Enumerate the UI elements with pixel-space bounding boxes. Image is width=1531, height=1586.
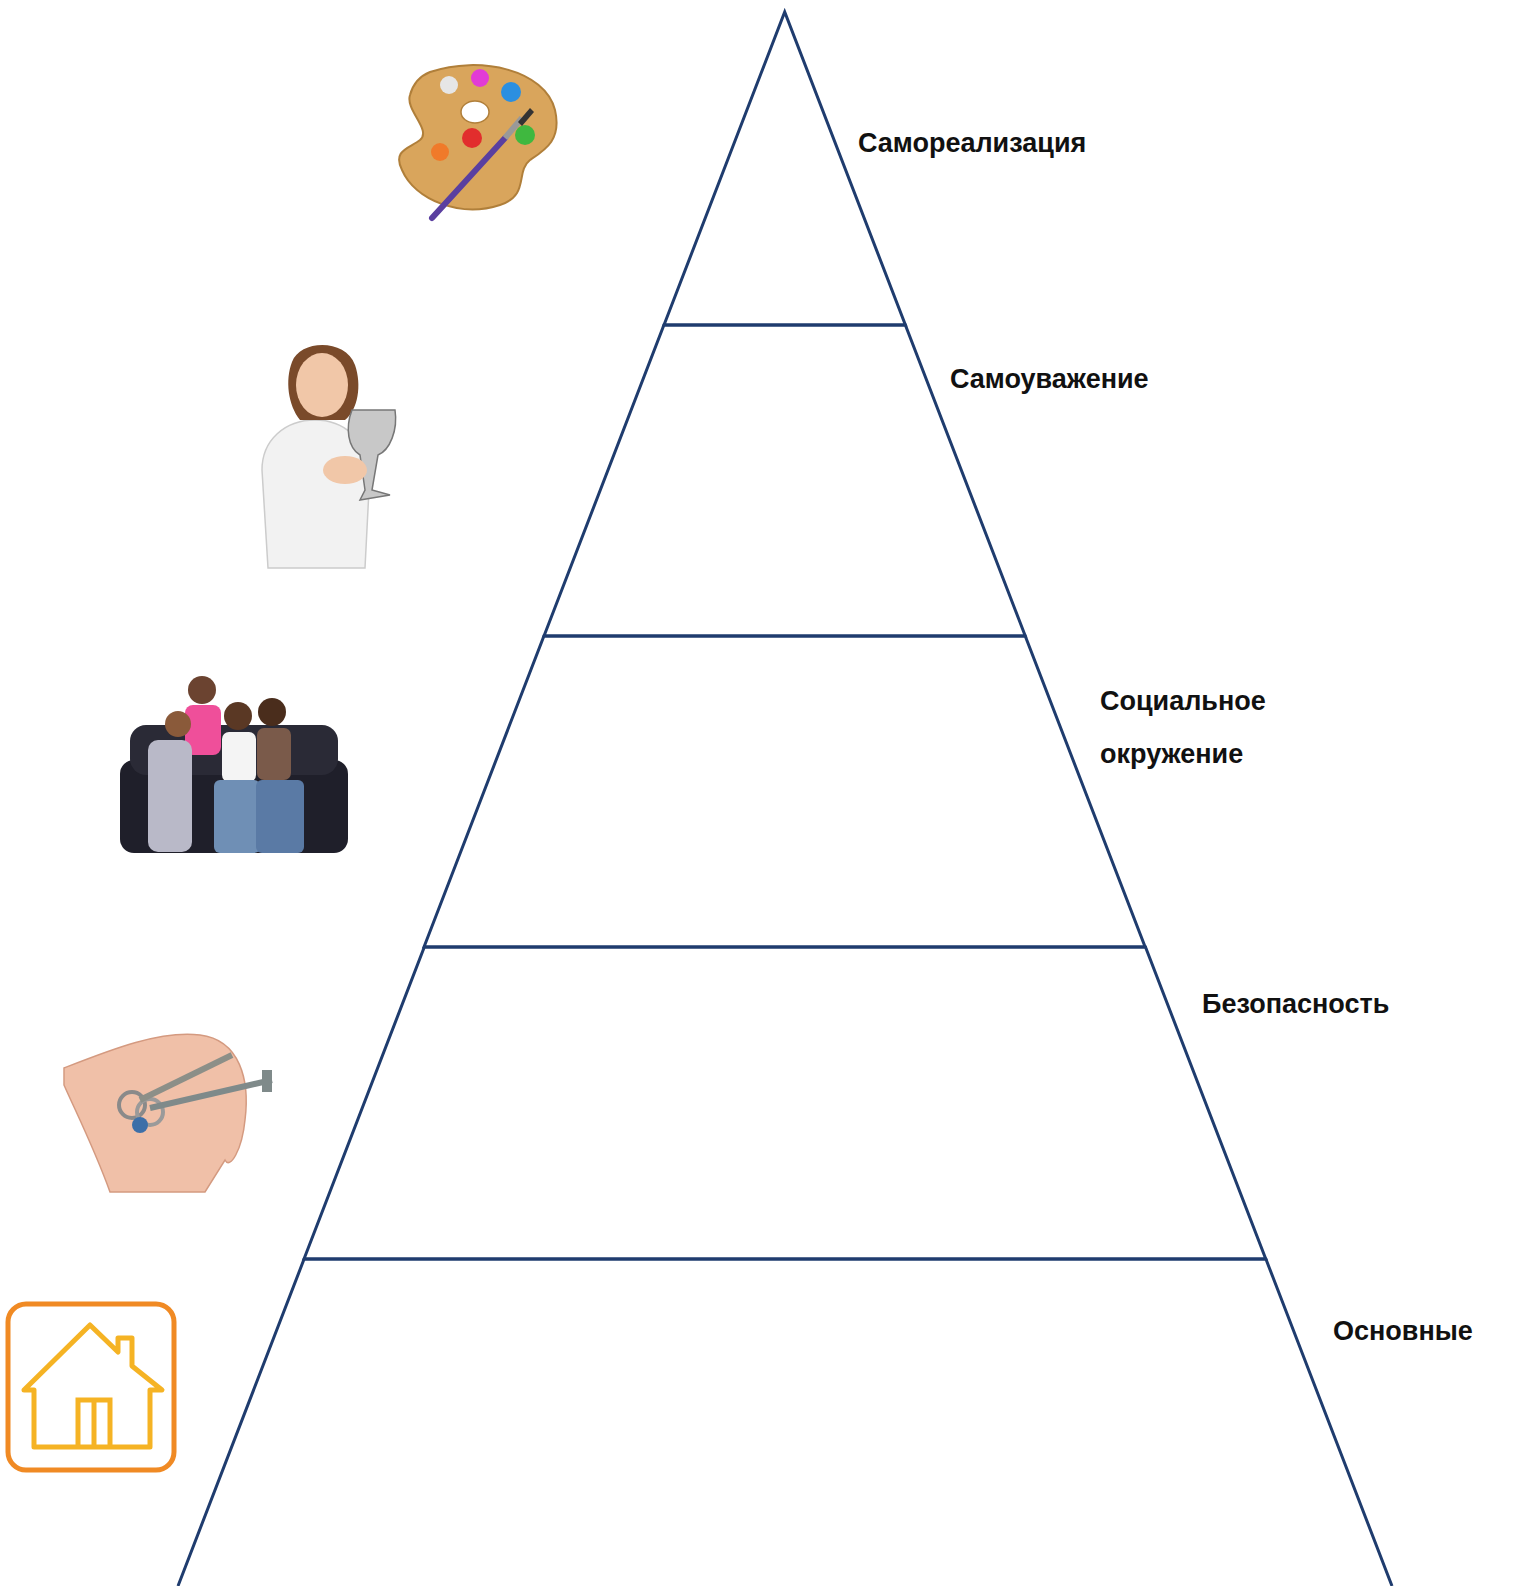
pyramid-band: Основные	[178, 1259, 1531, 1586]
level-label: Самореализация	[858, 117, 1258, 170]
level-label: Социальное окружение	[1100, 675, 1310, 781]
band-line	[178, 1259, 1392, 1586]
band-line	[664, 12, 905, 325]
band-outline	[178, 1259, 1531, 1586]
person-trophy-picture	[262, 345, 396, 568]
level-label: Самоуважение	[950, 353, 1350, 406]
family-picture	[120, 676, 348, 853]
band-line	[424, 636, 1145, 947]
pyramid-band: Безопасность	[304, 947, 1531, 1259]
band-line	[304, 947, 1266, 1259]
level-label: Основные	[1333, 1305, 1523, 1358]
pyramid-band: Самоуважение	[544, 325, 1531, 636]
band-outline	[664, 12, 1531, 325]
pyramid-band: Социальное окружение	[424, 636, 1531, 947]
palette-picture	[399, 65, 557, 218]
house-icon	[8, 1304, 174, 1470]
band-outline	[424, 636, 1531, 947]
keys-picture	[64, 1034, 272, 1192]
pyramid-band: Самореализация	[664, 12, 1531, 325]
level-label: Безопасность	[1202, 978, 1502, 1031]
